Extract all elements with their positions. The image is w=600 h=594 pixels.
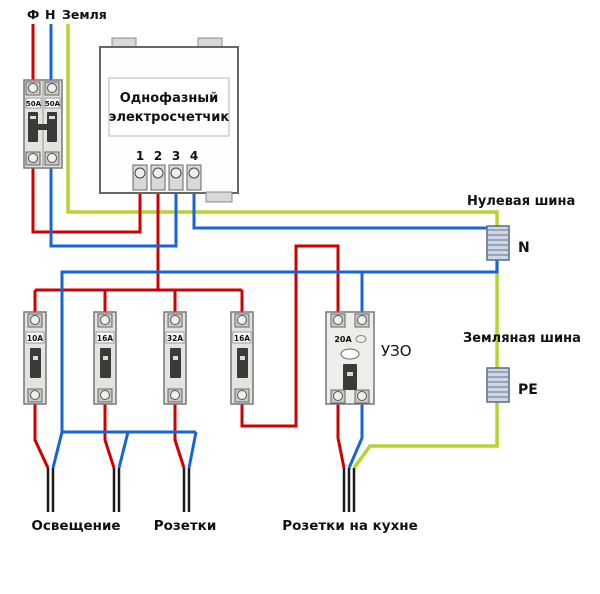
neutral-bus-stripes (488, 229, 508, 256)
phase-wire-breaker-to-meter (31, 168, 142, 234)
earth-bus-stripes (488, 371, 508, 398)
supply-label-phase: Ф (27, 7, 39, 22)
breaker-toggle (170, 348, 181, 378)
neutral-bus-label: N (518, 240, 530, 256)
terminal-screw (188, 167, 200, 179)
phase-branch-wires (33, 290, 244, 314)
toggle-tie-bar (28, 124, 57, 130)
neutral-bus-title: Нулевая шина (467, 194, 575, 209)
meter-title-line2: электросчетчик (109, 110, 230, 125)
terminal-screw (333, 391, 343, 401)
main-breaker-rating-right: 50A (45, 100, 61, 108)
rcd-test-button (340, 348, 360, 360)
rating-plate (25, 331, 45, 344)
cable-sockets (182, 468, 191, 512)
breaker-10a: 10A (23, 311, 47, 405)
meter-terminal-number-4: 4 (190, 149, 198, 163)
meter-mount-tab-bottom (205, 191, 233, 203)
breaker-toggle (100, 348, 111, 378)
breaker-toggle (237, 348, 248, 378)
terminal-screw (100, 315, 110, 325)
earth-bus-label: PE (518, 382, 538, 398)
rating-plate (44, 97, 61, 109)
terminal-screw (357, 315, 367, 325)
toggle-mark (30, 116, 36, 119)
neutral-wire-rcd-output (347, 404, 364, 469)
terminal-screw (152, 167, 164, 179)
breaker-rating: 32A (167, 334, 183, 343)
meter-faceplate (108, 77, 230, 137)
rating-plate (232, 331, 252, 344)
neutral-distribution-wire (60, 256, 499, 432)
toggle-mark (347, 372, 353, 376)
earth-wires (66, 24, 499, 470)
rcd-label: УЗО (381, 342, 412, 360)
breaker-16a-1: 16A (93, 311, 117, 405)
output-cables (46, 468, 356, 512)
rcd-device: 20A (325, 311, 375, 405)
electric-meter: Однофазный электросчетчик 1 2 3 4 (99, 37, 239, 203)
rating-plate (95, 331, 115, 344)
breaker-rating: 10A (27, 334, 43, 343)
terminal-screw (170, 390, 180, 400)
terminal-screw (30, 390, 40, 400)
cable-kitchen (342, 468, 356, 512)
circuit-label-lighting: Освещение (31, 518, 120, 534)
breaker-rating: 16A (97, 334, 113, 343)
rating-plate (165, 331, 185, 344)
circuit-label-sockets: Розетки (154, 518, 217, 534)
breaker-32a: 32A (163, 311, 187, 405)
terminal-screw (47, 83, 57, 93)
toggle-mark (173, 356, 178, 360)
rcd-rating: 20A (334, 335, 352, 344)
meter-title-line1: Однофазный (120, 91, 219, 106)
meter-terminal-number-1: 1 (136, 149, 144, 163)
terminal-screw (47, 153, 57, 163)
cable-lighting (46, 468, 55, 512)
toggle-mark (49, 116, 55, 119)
breaker-toggle (30, 348, 41, 378)
rating-plate (25, 97, 42, 109)
supply-label-earth: Земля (62, 7, 107, 22)
terminal-screw (237, 315, 247, 325)
neutral-bus (486, 225, 510, 261)
phase-wire-to-rcd (240, 244, 340, 428)
terminal-screw (237, 390, 247, 400)
terminal-screw (357, 391, 367, 401)
terminal-screw (333, 315, 343, 325)
terminal-screw (170, 315, 180, 325)
terminal-screw (28, 153, 38, 163)
terminal-screw (28, 83, 38, 93)
toggle-mark (103, 356, 108, 360)
circuit-label-kitchen: Розетки на кухне (282, 518, 418, 534)
earth-wire-main (66, 24, 499, 372)
breaker-rating: 16A (234, 334, 250, 343)
supply-label-neutral: Н (45, 7, 55, 22)
main-breaker: 50A 50A (23, 79, 63, 169)
cable-circuit2 (112, 468, 121, 512)
terminal-screw (170, 167, 182, 179)
rcd-logo (355, 335, 367, 343)
neutral-wire-breaker-to-meter (49, 168, 178, 248)
earth-bus (486, 367, 510, 403)
phase-wires (31, 24, 346, 469)
neutral-wires-to-cables (51, 430, 198, 469)
phase-wires-to-cables (33, 404, 186, 469)
rcd-toggle (343, 364, 357, 390)
toggle-mark (240, 356, 245, 360)
earth-wire-to-kitchen (352, 400, 499, 470)
neutral-wires (49, 24, 499, 469)
main-breaker-rating-left: 50A (26, 100, 42, 108)
toggle-mark (33, 356, 38, 360)
phase-wire-rcd-output (336, 404, 346, 469)
breaker-16a-2: 16A (230, 311, 254, 405)
earth-bus-title: Земляная шина (463, 331, 581, 346)
terminal-screw (134, 167, 146, 179)
terminal-screw (100, 390, 110, 400)
meter-terminal-number-2: 2 (154, 149, 162, 163)
terminal-screw (30, 315, 40, 325)
meter-terminal-number-3: 3 (172, 149, 180, 163)
